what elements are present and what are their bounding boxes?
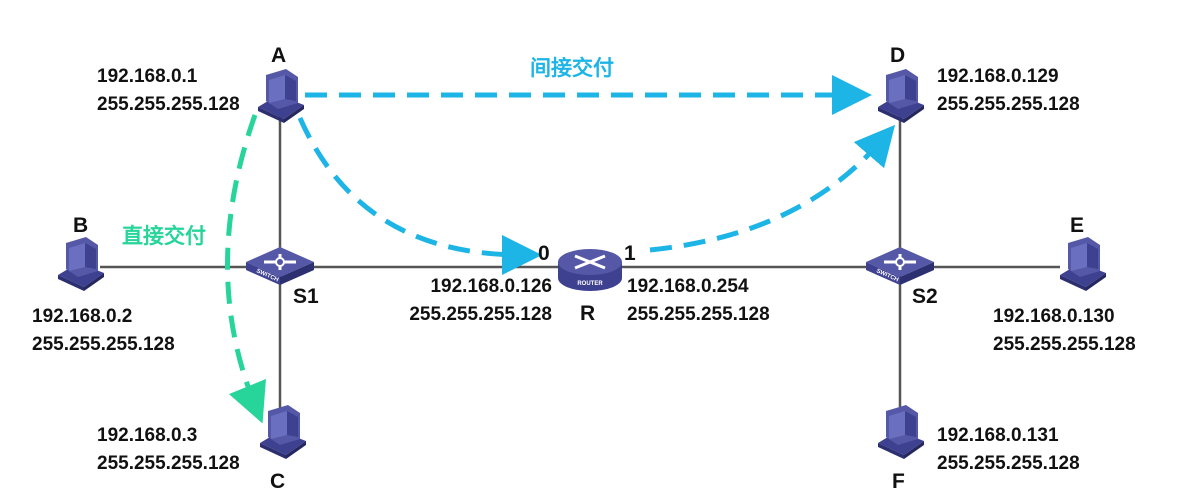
f-ip: 192.168.0.131: [937, 425, 1059, 446]
a-mask: 255.255.255.128: [97, 94, 240, 115]
router-r-icon: [558, 249, 622, 291]
node-r-label: R: [580, 302, 595, 325]
switch-s1-icon: [244, 245, 316, 287]
c-mask: 255.255.255.128: [97, 453, 240, 474]
b-mask: 255.255.255.128: [32, 334, 175, 355]
r-port0-mask: 255.255.255.128: [409, 304, 552, 325]
router-port-0: 0: [538, 242, 550, 265]
node-b-label: B: [73, 214, 88, 237]
computer-a-icon: [258, 69, 304, 123]
direct-delivery-label: 直接交付: [122, 224, 206, 248]
indirect-delivery-label: 间接交付: [530, 56, 614, 80]
a-ip: 192.168.0.1: [97, 66, 198, 87]
b-ip: 192.168.0.2: [32, 306, 132, 327]
router-r-icon-text: ROUTER: [577, 281, 603, 287]
r-port1-ip: 192.168.0.254: [627, 276, 749, 297]
computer-e-icon: [1060, 237, 1106, 291]
e-mask: 255.255.255.128: [993, 334, 1136, 355]
r-port0-ip: 192.168.0.126: [430, 276, 552, 297]
node-c-label: C: [270, 470, 285, 493]
d-ip: 192.168.0.129: [937, 66, 1059, 87]
computer-b-icon: [58, 237, 104, 291]
c-ip: 192.168.0.3: [97, 425, 197, 446]
computer-d-icon: [878, 69, 924, 123]
node-a-label: A: [271, 44, 286, 67]
computer-c-icon: [260, 405, 306, 459]
node-s1-label: S1: [293, 285, 319, 308]
direct-arrow-a-c: [225, 114, 266, 424]
router-port-1: 1: [624, 242, 636, 265]
d-mask: 255.255.255.128: [937, 94, 1080, 115]
node-s2-label: S2: [912, 285, 938, 308]
node-f-label: F: [892, 470, 905, 493]
f-mask: 255.255.255.128: [937, 453, 1080, 474]
computer-f-icon: [878, 405, 924, 459]
indirect-arrow-r-d: [649, 124, 896, 253]
node-e-label: E: [1070, 214, 1084, 237]
r-port1-mask: 255.255.255.128: [627, 304, 770, 325]
indirect-arrow-a-r: [297, 116, 542, 275]
node-d-label: D: [890, 44, 905, 67]
e-ip: 192.168.0.130: [993, 306, 1115, 327]
switch-s2-icon: [864, 245, 936, 287]
